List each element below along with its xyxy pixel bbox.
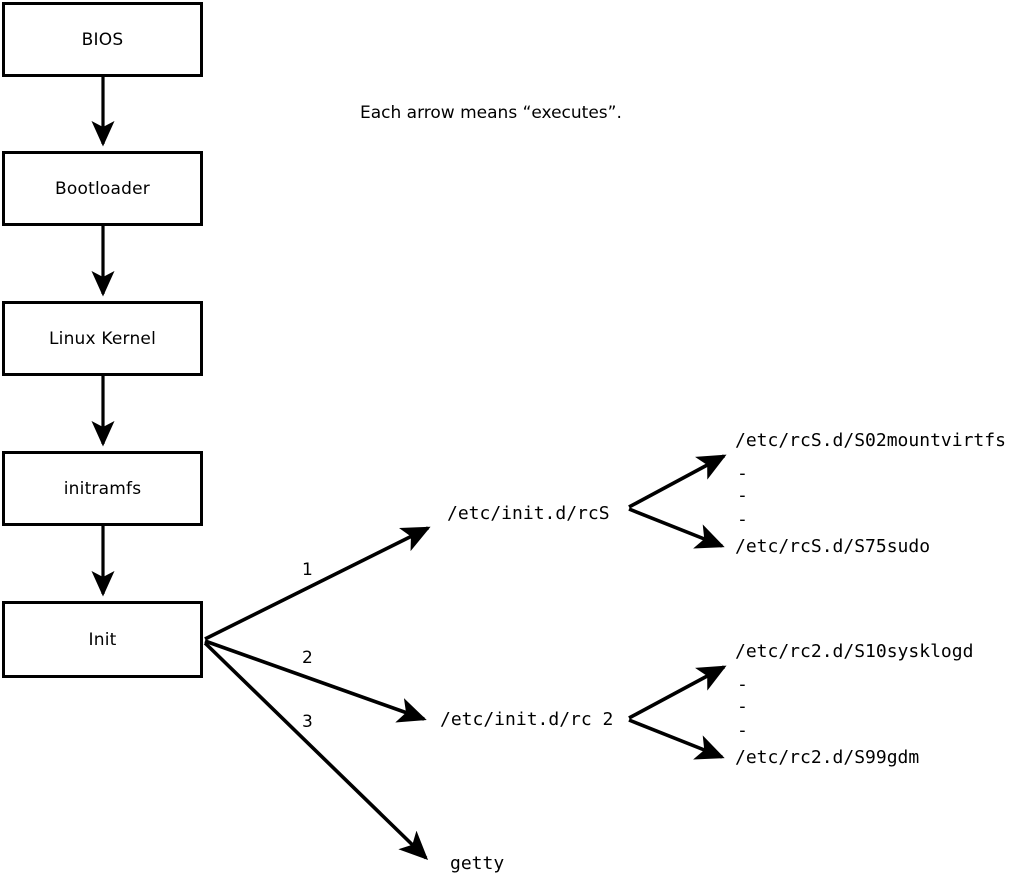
node-box-bootloader[interactable]: Bootloader [2, 151, 203, 226]
arrow-rcs-to-first-script [628, 454, 727, 509]
branch-number-1: 1 [302, 560, 313, 580]
label-rcs-last-script[interactable]: /etc/rcS.d/S75sudo [735, 536, 931, 557]
ellipsis-dash-rcs-1: - [737, 463, 748, 484]
node-label-initramfs: initramfs [63, 478, 142, 499]
arrow-rc2-to-first-script [628, 665, 727, 720]
label-rcs-first-script[interactable]: /etc/rcS.d/S02mountvirtfs [735, 430, 1006, 451]
ellipsis-dash-rcs-2: - [737, 485, 748, 506]
node-box-linux-kernel[interactable]: Linux Kernel [2, 301, 203, 376]
diagram-caption: Each arrow means “executes”. [360, 103, 622, 123]
branch-number-3: 3 [302, 712, 313, 732]
ellipsis-dash-rc2-2: - [737, 696, 748, 717]
label-rc2-last-script[interactable]: /etc/rc2.d/S99gdm [735, 747, 920, 768]
label-etc-init-d-rc-2[interactable]: /etc/init.d/rc 2 [440, 709, 614, 730]
ellipsis-dash-rcs-3: - [737, 509, 748, 530]
branch-number-2: 2 [302, 648, 313, 668]
node-label-init: Init [88, 629, 117, 650]
node-box-bios[interactable]: BIOS [2, 2, 203, 77]
node-label-linux-kernel: Linux Kernel [48, 328, 156, 349]
node-label-bios: BIOS [81, 29, 124, 50]
label-rc2-first-script[interactable]: /etc/rc2.d/S10sysklogd [735, 641, 974, 662]
label-getty[interactable]: getty [450, 853, 505, 874]
arrow-init-branch-3 [203, 641, 429, 861]
node-box-initramfs[interactable]: initramfs [2, 451, 203, 526]
arrow-rcs-to-last-script [628, 507, 725, 549]
node-label-bootloader: Bootloader [55, 178, 150, 199]
arrow-rc2-to-last-script [628, 718, 725, 760]
label-etc-init-d-rcs[interactable]: /etc/init.d/rcS [447, 503, 610, 524]
ellipsis-dash-rc2-3: - [737, 720, 748, 741]
arrow-init-branch-1 [204, 526, 431, 641]
arrow-init-branch-2 [204, 639, 427, 723]
node-box-init[interactable]: Init [2, 601, 203, 678]
ellipsis-dash-rc2-1: - [737, 674, 748, 695]
